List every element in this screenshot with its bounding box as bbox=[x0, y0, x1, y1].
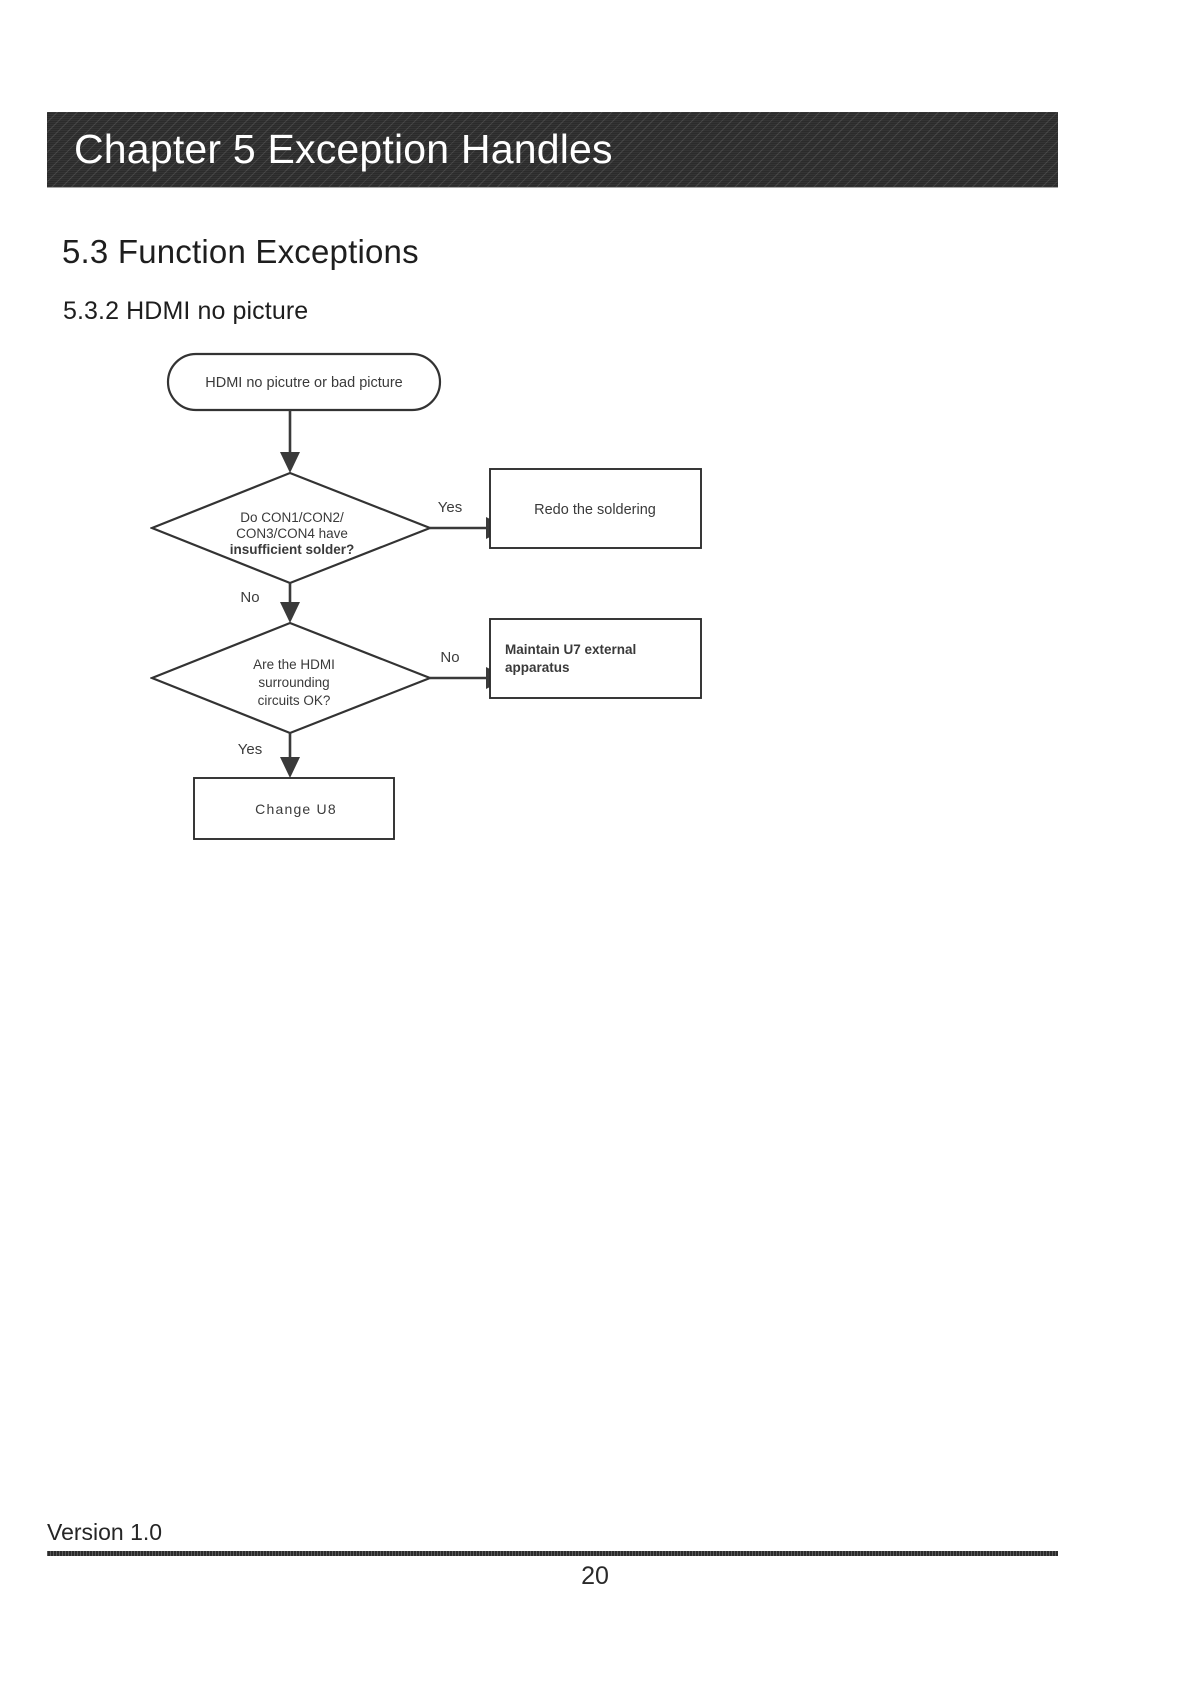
subsection-heading: 5.3.2 HDMI no picture bbox=[63, 297, 309, 325]
flow-node-decision-solder: Do CON1/CON2/ CON3/CON4 have insufficien… bbox=[150, 471, 434, 585]
flow-node-start: HDMI no picutre or bad picture bbox=[166, 352, 442, 412]
flow-node-decision-circuits-line3: circuits OK? bbox=[258, 693, 331, 708]
edge-label-decision1-no: No bbox=[240, 589, 259, 606]
chapter-header-band: Chapter 5 Exception Handles bbox=[47, 112, 1058, 187]
flow-node-decision-circuits-line2: surrounding bbox=[258, 675, 329, 690]
edge-label-decision2-no: No bbox=[440, 649, 459, 666]
flow-node-maintain-u7-line1: Maintain U7 external bbox=[505, 642, 636, 657]
flow-node-start-label: HDMI no picutre or bad picture bbox=[205, 375, 402, 391]
section-heading: 5.3 Function Exceptions bbox=[62, 233, 419, 270]
connector-decision1-no: No bbox=[240, 583, 300, 623]
flow-node-redo-soldering-label: Redo the soldering bbox=[534, 502, 656, 518]
footer-version-label: Version 1.0 bbox=[47, 1519, 163, 1545]
flow-node-decision-solder-line2: CON3/CON4 have bbox=[236, 526, 348, 541]
footer-page-number: 20 bbox=[581, 1562, 609, 1590]
hdmi-no-picture-flowchart: HDMI no picutre or bad picture Do CON1/C… bbox=[150, 340, 730, 840]
flow-node-maintain-u7: Maintain U7 external apparatus bbox=[489, 618, 702, 699]
flow-node-change-u8-label: Change U8 bbox=[255, 801, 337, 817]
flow-node-decision-surrounding-circuits: Are the HDMI surrounding circuits OK? bbox=[150, 621, 434, 735]
connector-decision2-yes: Yes bbox=[238, 733, 300, 778]
footer-divider bbox=[47, 1551, 1058, 1556]
flow-node-decision-solder-line1: Do CON1/CON2/ bbox=[240, 510, 344, 525]
flow-node-maintain-u7-line2: apparatus bbox=[505, 660, 570, 675]
flow-node-change-u8: Change U8 bbox=[193, 777, 395, 840]
connector-start-to-decision1 bbox=[280, 410, 300, 473]
edge-label-decision1-yes: Yes bbox=[438, 499, 462, 516]
flow-node-decision-solder-line3: insufficient solder? bbox=[230, 542, 355, 557]
flow-node-decision-circuits-line1: Are the HDMI bbox=[253, 657, 335, 672]
chapter-title: Chapter 5 Exception Handles bbox=[74, 126, 613, 172]
edge-label-decision2-yes: Yes bbox=[238, 741, 262, 758]
flow-node-redo-soldering: Redo the soldering bbox=[489, 468, 702, 549]
